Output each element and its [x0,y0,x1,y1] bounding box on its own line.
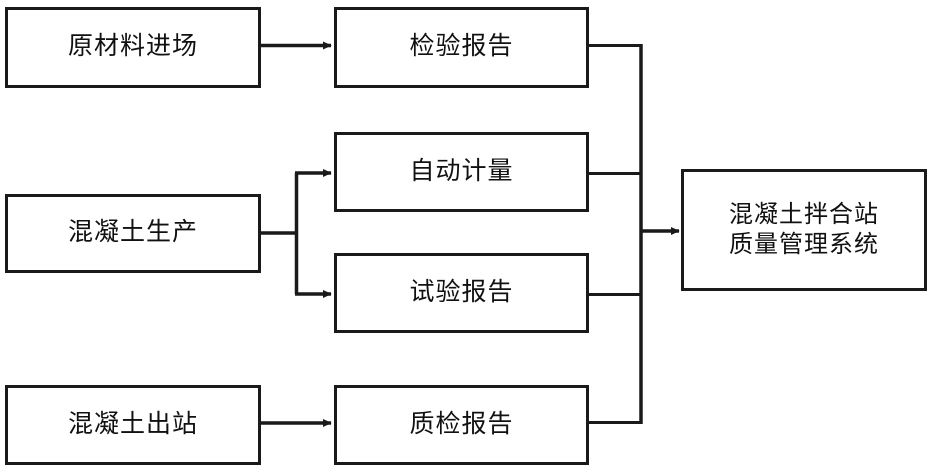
node-label: 混凝土生产 [67,219,198,247]
node-label: 试验报告 [409,278,514,306]
node-label: 自动计量 [409,157,514,185]
node-automatic-metering[interactable]: 自动计量 [334,132,589,212]
node-label: 混凝土拌合站 质量管理系统 [729,202,879,258]
node-label: 质检报告 [409,410,514,438]
node-mixing-plant-qms[interactable]: 混凝土拌合站 质量管理系统 [681,169,927,291]
node-concrete-production[interactable]: 混凝土生产 [5,194,261,273]
node-inspection-report[interactable]: 检验报告 [334,7,589,88]
node-raw-material-entry[interactable]: 原材料进场 [5,7,261,88]
node-label: 混凝土出站 [67,410,198,438]
node-concrete-dispatch[interactable]: 混凝土出站 [5,385,261,465]
node-quality-report[interactable]: 质检报告 [334,385,589,465]
node-label: 原材料进场 [67,33,198,61]
node-test-report[interactable]: 试验报告 [334,253,589,333]
node-label: 检验报告 [409,33,514,61]
